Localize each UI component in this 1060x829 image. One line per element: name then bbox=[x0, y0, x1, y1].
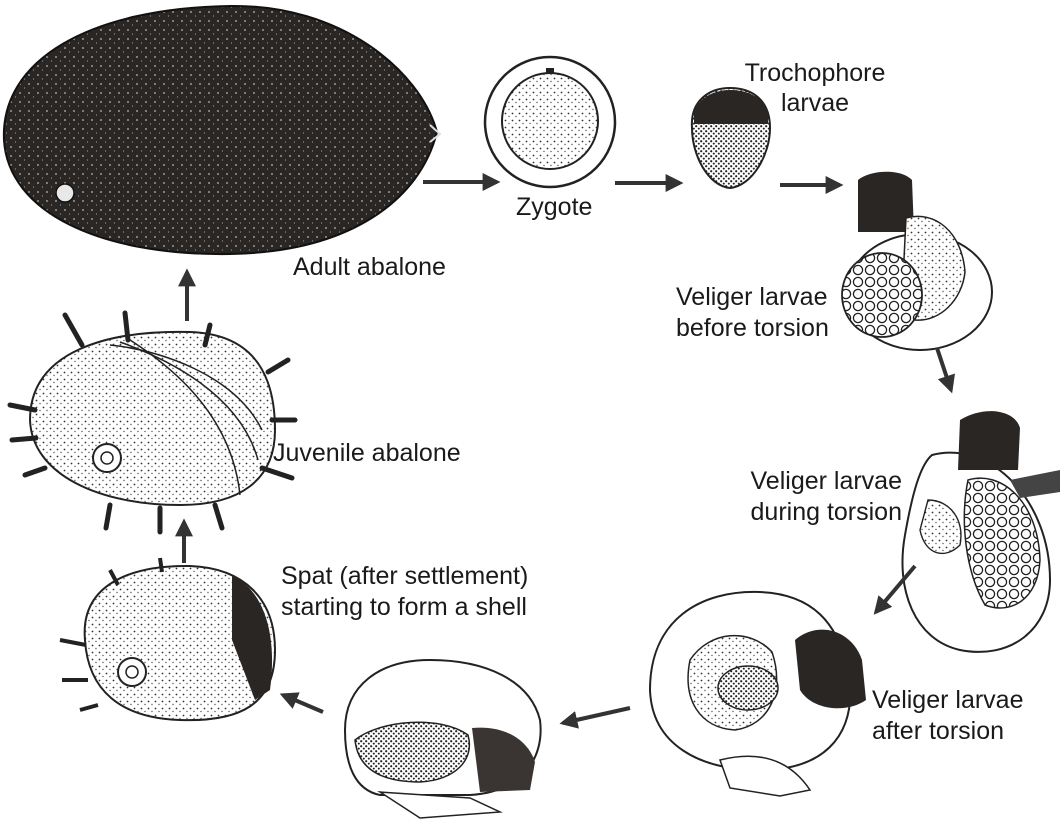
spat-after-settlement-image bbox=[60, 558, 275, 720]
trochophore-label-line2: larvae bbox=[740, 88, 890, 118]
zygote-label: Zygote bbox=[516, 192, 592, 222]
veliger-during-torsion-image bbox=[902, 411, 1060, 652]
arrow-veliger-before-to-during bbox=[937, 348, 951, 390]
juvenile-abalone-image bbox=[10, 313, 295, 532]
veliger-during-torsion-label-line2: during torsion bbox=[712, 497, 902, 527]
juvenile-abalone-label: Juvenile abalone bbox=[273, 438, 461, 468]
adult-abalone-label: Adult abalone bbox=[293, 252, 446, 282]
zygote-image bbox=[485, 57, 615, 187]
trochophore-label-line1: Trochophore bbox=[740, 58, 890, 88]
adult-abalone-image bbox=[4, 6, 440, 254]
spat-label-line2: starting to form a shell bbox=[281, 592, 527, 622]
veliger-before-torsion-image bbox=[842, 172, 992, 350]
veliger-after-torsion-label-line2: after torsion bbox=[872, 716, 1004, 746]
veliger-during-torsion-label-line1: Veliger larvae bbox=[712, 466, 902, 496]
spat-label-line1: Spat (after settlement) bbox=[281, 561, 528, 591]
veliger-before-torsion-label-line2: before torsion bbox=[676, 313, 829, 343]
veliger-after-torsion-label-line1: Veliger larvae bbox=[872, 685, 1023, 715]
spat-shell-image bbox=[345, 660, 541, 818]
arrow-spat-to-settled-spat bbox=[283, 695, 323, 712]
veliger-after-torsion-image bbox=[650, 592, 866, 796]
veliger-before-torsion-label-line1: Veliger larvae bbox=[676, 282, 827, 312]
arrow-veliger-after-to-spat bbox=[563, 708, 630, 723]
